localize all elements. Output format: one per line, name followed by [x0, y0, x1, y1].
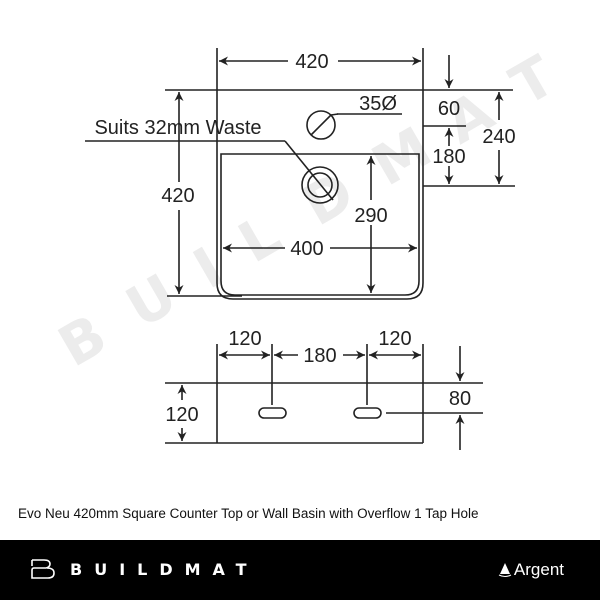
watermark-letter: L — [228, 202, 291, 276]
argent-wordmark: Argent — [513, 560, 564, 579]
overflow-spacing-label: 180 — [303, 345, 336, 367]
tap-to-back-label: 180 — [432, 146, 465, 168]
overall-width-label: 420 — [295, 51, 328, 73]
argent-logo-icon — [498, 563, 512, 577]
overflow-height-label: 80 — [449, 388, 471, 410]
watermark-letter: B — [48, 302, 117, 380]
argent-brand[interactable]: Argent — [498, 560, 564, 580]
buildmat-brand[interactable]: BUILDMAT — [30, 558, 259, 580]
watermark-letter: D — [292, 160, 365, 240]
right-offset-label: 120 — [378, 328, 411, 350]
left-offset-label: 120 — [228, 328, 261, 350]
waste-label: Suits 32mm Waste — [94, 117, 261, 139]
watermark-letter: U — [116, 262, 188, 341]
front-view — [165, 344, 483, 450]
buildmat-wordmark: BUILDMAT — [70, 559, 259, 579]
overall-depth-label: 420 — [161, 185, 194, 207]
height-label: 120 — [165, 404, 198, 426]
tap-hole-diameter-label: 35Ø — [359, 93, 397, 115]
bowl-depth-label: 290 — [354, 205, 387, 227]
bowl-width-label: 400 — [290, 238, 323, 260]
watermark: B U I L D M A T — [48, 44, 566, 380]
buildmat-logo-icon — [31, 559, 55, 579]
footer-bar: BUILDMAT Argent — [0, 540, 600, 600]
watermark-letter: T — [500, 44, 566, 119]
product-caption: Evo Neu 420mm Square Counter Top or Wall… — [18, 506, 479, 521]
tap-hole-offset-label: 60 — [438, 98, 460, 120]
top-view — [85, 48, 515, 300]
technical-drawing: B U I L D M A T — [48, 44, 566, 450]
back-depth-label: 240 — [482, 126, 515, 148]
